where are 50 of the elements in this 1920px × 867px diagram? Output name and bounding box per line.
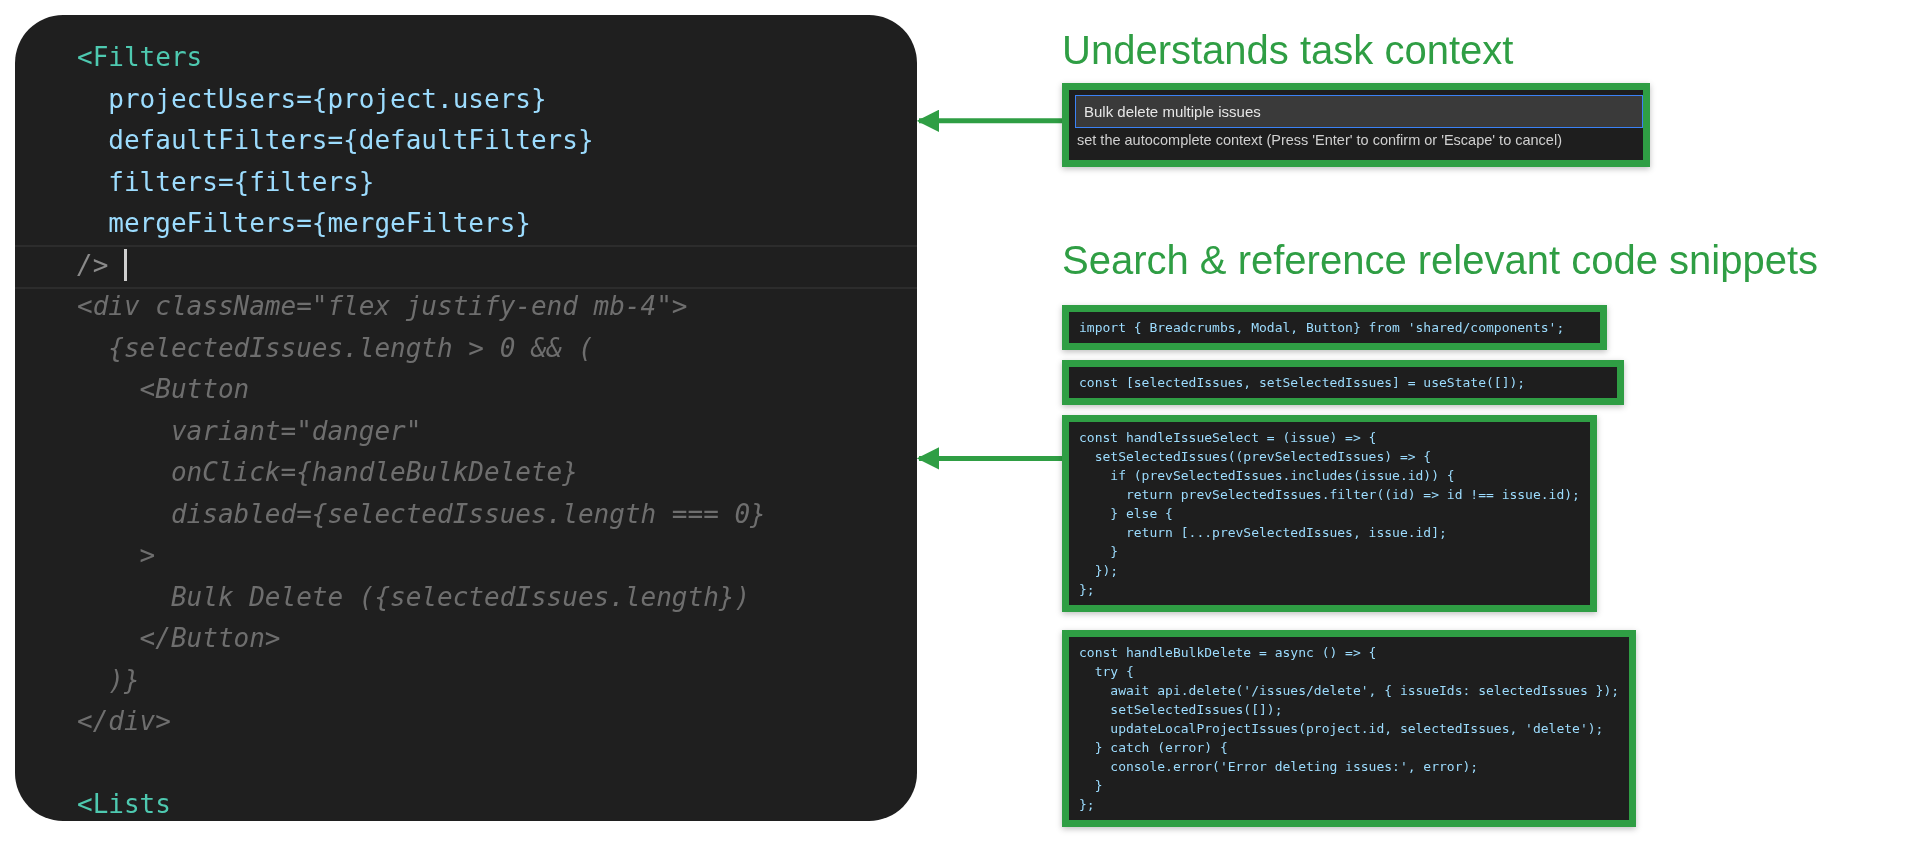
command-palette xyxy=(1062,83,1650,167)
code-snippet-card xyxy=(1062,360,1624,405)
code-line: <Lists xyxy=(77,788,171,821)
code-line: } else { xyxy=(1109,505,1173,523)
code-line: await api.delete('/issues/delete', { issueIds: selectedIssues }); xyxy=(1109,682,1620,700)
code-line: )} xyxy=(107,663,140,697)
code-line: }); xyxy=(1093,562,1119,580)
hint-text: set the autocomplete context (Press 'Enter' to confirm or 'Escape' to cancel) xyxy=(1076,131,1563,150)
heading: Search & reference relevant code snippets xyxy=(1062,238,1818,283)
arrow xyxy=(916,447,1062,470)
code-line: defaultFilters={defaultFilters} xyxy=(107,124,594,157)
code-line: disabled={selectedIssues.length === 0} xyxy=(169,497,766,531)
code-line: }; xyxy=(1079,581,1095,599)
code-line: }; xyxy=(1079,796,1095,814)
code-line: /> xyxy=(77,248,109,282)
code-line: } catch (error) { xyxy=(1093,739,1228,757)
code-line: </div> xyxy=(77,705,171,738)
code-snippet-card xyxy=(1062,415,1597,612)
code-line: </Button> xyxy=(138,622,281,655)
code-line: mergeFilters={mergeFilters} xyxy=(107,207,531,240)
code-editor-panel xyxy=(15,15,917,821)
code-line: variant="danger" xyxy=(169,414,422,448)
code-line: const handleIssueSelect = (issue) => { xyxy=(1079,429,1377,447)
code-line: return prevSelectedIssues.filter((id) => id !== issue.id); xyxy=(1124,486,1580,504)
code-line: try { xyxy=(1093,663,1134,681)
code-line: Bulk Delete ({selectedIssues.length}) xyxy=(169,580,751,614)
code-line: > xyxy=(138,539,156,572)
input-field: Bulk delete multiple issues xyxy=(1075,95,1643,128)
code-line: } xyxy=(1109,543,1119,561)
code-line: updateLocalProjectIssues(project.id, selectedIssues, 'delete'); xyxy=(1109,720,1604,738)
heading: Understands task context xyxy=(1062,28,1514,73)
code-line: {selectedIssues.length > 0 && ( xyxy=(107,331,594,365)
code-line: return [...prevSelectedIssues, issue.id]; xyxy=(1124,524,1447,542)
code-line: <div className="flex justify-end mb-4"> xyxy=(77,290,688,323)
code-line: <Filters xyxy=(77,41,203,74)
code-line: const [selectedIssues, setSelectedIssues] = useState([]); xyxy=(1079,374,1526,392)
code-line: console.error('Error deleting issues:', error); xyxy=(1109,758,1479,776)
code-line: setSelectedIssues((prevSelectedIssues) => { xyxy=(1093,448,1432,466)
code-line: const handleBulkDelete = async () => { xyxy=(1079,644,1377,662)
code-line: } xyxy=(1093,777,1103,795)
code-line: if (prevSelectedIssues.includes(issue.id)) { xyxy=(1109,467,1455,485)
code-line: onClick={handleBulkDelete} xyxy=(169,456,578,489)
code-line: setSelectedIssues([]); xyxy=(1109,701,1283,719)
code-line: filters={filters} xyxy=(107,165,375,199)
arrow xyxy=(916,109,1062,133)
code-line: <Button xyxy=(138,373,250,406)
code-line: projectUsers={project.users} xyxy=(107,82,547,116)
code-snippet-card xyxy=(1062,305,1607,350)
code-snippet-card xyxy=(1062,630,1637,827)
code-line: import { Breadcrumbs, Modal, Button} from 'shared/components'; xyxy=(1079,319,1565,337)
